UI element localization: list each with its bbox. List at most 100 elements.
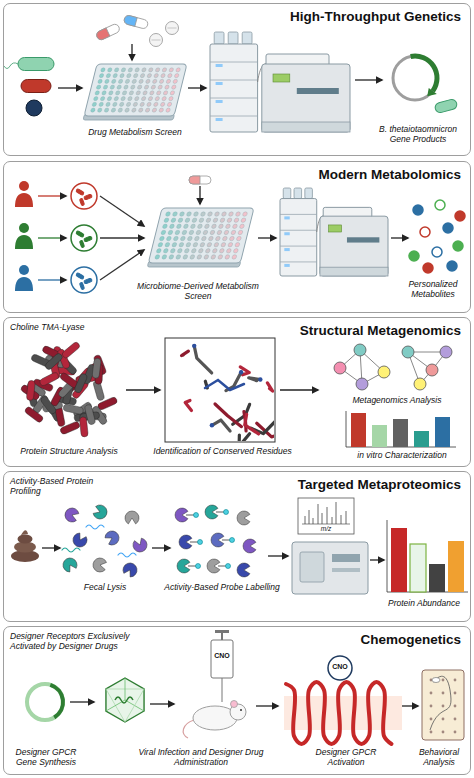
panel-title: High-Throughput Genetics	[4, 4, 470, 25]
plate-well	[122, 91, 127, 95]
plate-well	[168, 230, 174, 234]
plate-well	[236, 236, 242, 240]
gene-arc	[50, 683, 65, 719]
lc-tower	[280, 199, 317, 276]
residue-stick	[267, 383, 272, 391]
lc-ms-instrument	[280, 188, 388, 276]
protein-blob	[92, 503, 109, 521]
spectrum-peak	[336, 502, 337, 524]
step-caption: Microbiome-Derived Metabolism Screen	[128, 281, 268, 301]
plate-well	[190, 224, 196, 228]
step-caption: Viral Infection and Designer Drug Admini…	[128, 747, 274, 767]
label-holder: Protein Structure Analysis	[8, 446, 130, 456]
plate-well	[179, 242, 185, 246]
plate-well	[152, 108, 157, 112]
helix-cylinder	[92, 358, 101, 379]
plate-well	[155, 255, 161, 259]
label-holder: Designer GPCR Activation	[298, 747, 394, 767]
plate-well	[190, 255, 196, 259]
tower-divider	[280, 246, 317, 247]
probe-linker	[186, 515, 194, 516]
helix-cylinder	[26, 380, 35, 401]
drug-label: CNO	[212, 652, 232, 660]
metabolite-dot	[409, 251, 419, 261]
plate-well	[144, 85, 149, 89]
plate-well	[219, 249, 225, 253]
plate-well	[118, 79, 123, 83]
peptide-strand	[62, 548, 80, 552]
step-caption: Protein Structure Analysis	[8, 446, 130, 456]
nitrogen-atom	[258, 377, 262, 381]
plate-well	[151, 85, 156, 89]
spectrum-peak	[309, 510, 310, 524]
plate-well	[218, 224, 224, 228]
metabolite-dot	[455, 211, 465, 221]
spectrum-peak	[327, 507, 328, 524]
ms-slot	[347, 237, 379, 242]
network-node	[440, 346, 452, 358]
gene-arc-head	[427, 88, 437, 96]
protein-blob	[63, 506, 80, 524]
flow-arrow	[355, 79, 382, 80]
plate-well	[221, 212, 227, 216]
arena-marker	[430, 705, 433, 708]
person-body	[15, 277, 33, 291]
metabolite-dot	[447, 261, 457, 271]
mouse-tail	[183, 720, 194, 738]
plate-well	[233, 249, 239, 253]
helix-cylinder	[39, 371, 60, 386]
flow-arrow	[258, 237, 276, 238]
plate-well	[167, 102, 172, 106]
plate-well	[152, 79, 157, 83]
plate-well	[171, 218, 177, 222]
plate-well	[159, 79, 164, 83]
bacterium	[21, 80, 51, 93]
bar-axis	[387, 520, 468, 592]
plate-well	[104, 108, 109, 112]
bar	[391, 528, 407, 592]
metabolite-dot	[443, 223, 453, 233]
step-caption: m/z	[312, 525, 340, 533]
plate-well	[179, 212, 185, 216]
bacterium	[84, 278, 93, 284]
stool-sample	[18, 535, 33, 544]
microbiome-sample	[71, 183, 97, 209]
protein-blob	[121, 560, 140, 578]
plate-well	[101, 91, 106, 95]
flow-arrow	[131, 44, 132, 60]
ms-display	[329, 225, 342, 232]
network-node	[356, 378, 368, 390]
step-caption: in vitro Characterization	[338, 450, 466, 460]
plate-well	[169, 255, 175, 259]
plate-well	[164, 218, 170, 222]
person-body	[15, 235, 33, 249]
tablet-score	[167, 28, 176, 29]
person-body	[15, 193, 33, 207]
plate-well	[92, 102, 97, 106]
plate-well	[169, 68, 174, 72]
plate-well	[184, 249, 190, 253]
plate-well	[238, 230, 244, 234]
mouse-ear	[231, 701, 238, 708]
probe-linker	[218, 566, 226, 567]
step-caption: Activity-Based Probe Labelling	[158, 582, 286, 592]
protein-blob	[237, 563, 250, 577]
solvent-bottle	[228, 32, 238, 44]
plate-well	[215, 236, 221, 240]
bar	[372, 425, 387, 447]
label-holder: m/z	[312, 525, 340, 533]
flow-arrow	[38, 195, 66, 196]
step-caption: B. thetaiotaomnicron Gene Products	[368, 124, 468, 144]
lc-ms-instrument	[210, 32, 350, 132]
bar	[435, 417, 450, 447]
network-node	[402, 346, 414, 358]
capsule-half	[189, 176, 200, 184]
tower-knob	[284, 248, 289, 251]
mass-spec-panel	[332, 554, 360, 562]
mouse-eye	[240, 709, 242, 711]
coccus	[26, 100, 42, 116]
plate-well	[164, 85, 169, 89]
tablet-score	[151, 40, 160, 41]
plate-well	[111, 79, 116, 83]
drug-label: CNO	[330, 663, 350, 671]
